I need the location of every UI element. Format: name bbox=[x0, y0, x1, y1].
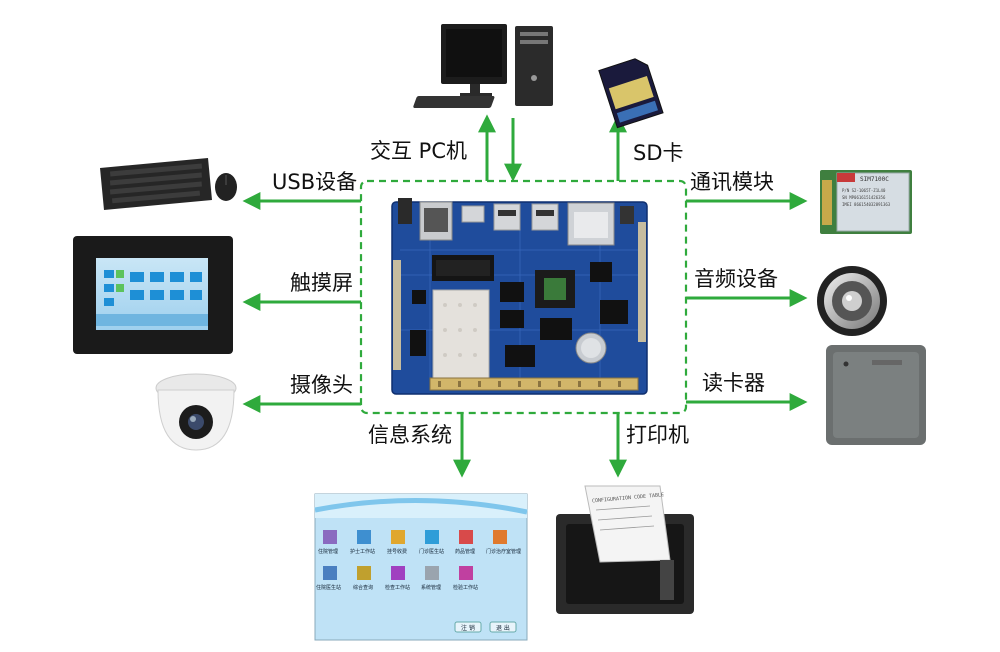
info-label-8: 综合查询 bbox=[353, 584, 373, 591]
label-pc: 交互 PC机 bbox=[370, 139, 468, 163]
label-reader: 读卡器 bbox=[702, 371, 765, 395]
info-icons-row-2 bbox=[323, 566, 473, 580]
info-label-1: 住院管理 bbox=[318, 548, 338, 555]
label-touch: 触摸屏 bbox=[290, 271, 353, 295]
sim-line-1: SIM7100C bbox=[860, 176, 889, 183]
info-label-11: 检验工作站 bbox=[453, 584, 478, 591]
label-usb: USB设备 bbox=[272, 170, 358, 194]
info-label-10: 系统管理 bbox=[421, 584, 441, 591]
info-label-6: 门诊治疗室管理 bbox=[486, 548, 521, 555]
camera-image bbox=[155, 373, 237, 451]
label-camera: 摄像头 bbox=[290, 373, 353, 397]
info-label-2: 护士工作站 bbox=[350, 548, 375, 555]
sim-line-4: IMEI 866154032891363 bbox=[842, 202, 891, 207]
info-label-7: 住院医生站 bbox=[316, 584, 341, 591]
label-printer: 打印机 bbox=[626, 423, 689, 447]
info-button-logout: 注 销 bbox=[461, 624, 475, 632]
label-comm: 通讯模块 bbox=[690, 170, 774, 194]
label-info: 信息系统 bbox=[368, 423, 452, 447]
printer-image: CONFIGURATION CODE TABLE bbox=[556, 485, 694, 614]
info-system-image: 住院管理 护士工作站 挂号收费 门诊医生站 药品管理 门诊治疗室管理 住院医生站… bbox=[314, 493, 528, 641]
card-reader-image bbox=[826, 345, 926, 445]
info-label-5: 药品管理 bbox=[455, 548, 475, 555]
label-audio: 音频设备 bbox=[694, 267, 778, 291]
info-label-9: 检查工作站 bbox=[385, 584, 410, 591]
arrows bbox=[242, 114, 808, 478]
sim-line-3: SN MP0616151426356 bbox=[842, 195, 886, 200]
info-button-exit: 退 出 bbox=[496, 624, 510, 632]
keyboard-image bbox=[100, 158, 237, 210]
sd-card-image bbox=[598, 58, 664, 129]
info-label-3: 挂号收费 bbox=[387, 548, 407, 555]
sim-line-2: P/N S2-1065T-Z1L40 bbox=[842, 188, 886, 193]
pc-image bbox=[413, 24, 553, 108]
touchscreen-image bbox=[73, 236, 233, 354]
label-sd: SD卡 bbox=[633, 141, 684, 165]
speaker-image bbox=[817, 266, 887, 336]
sim-module-image: SIM7100C P/N S2-1065T-Z1L40 SN MP0616151… bbox=[820, 170, 912, 234]
info-label-4: 门诊医生站 bbox=[419, 548, 444, 555]
main-board bbox=[391, 198, 648, 395]
info-icons-row-1 bbox=[323, 530, 507, 544]
